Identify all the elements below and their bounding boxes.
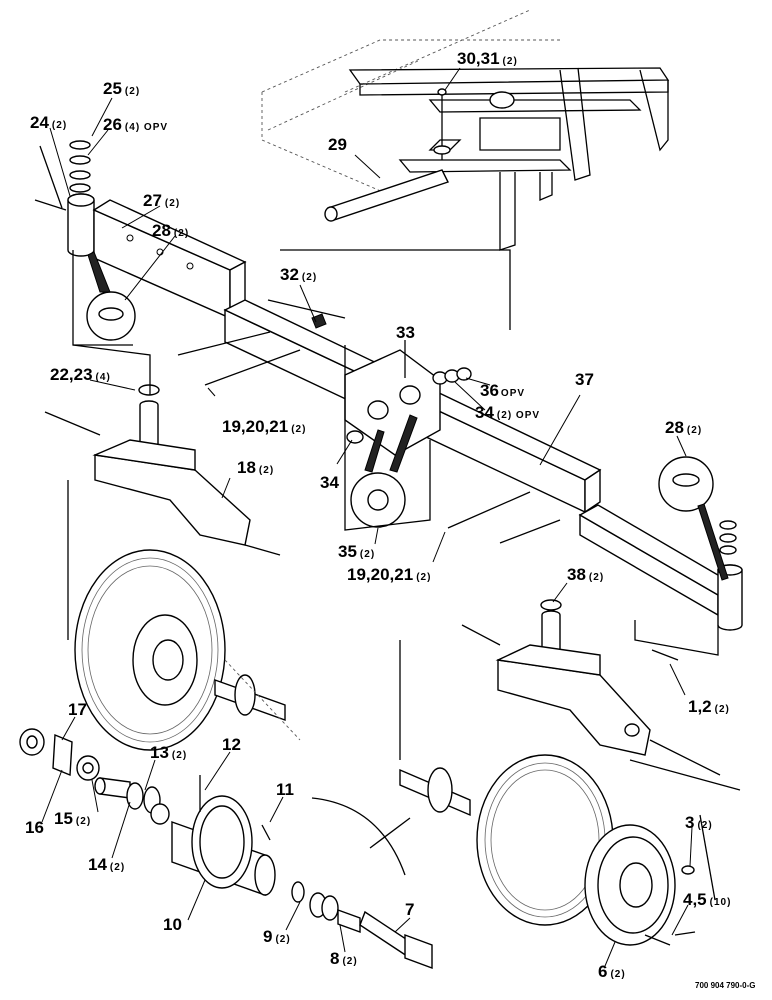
- callout-37: 37: [575, 370, 594, 389]
- callout-29: 29: [328, 135, 347, 154]
- callout-7: 7: [405, 900, 414, 919]
- callout-3: 3(2): [685, 813, 713, 832]
- callout-8: 8(2): [330, 949, 358, 968]
- callout-38: 38(2): [567, 565, 604, 584]
- callout-17: 17: [68, 700, 87, 719]
- callout-18: 18(2): [237, 458, 274, 477]
- part-30-31-bolt: [433, 88, 451, 160]
- right-wheel: [399, 754, 716, 946]
- implement-frame: [261, 9, 670, 251]
- callout-10: 10: [163, 915, 182, 934]
- hub-exploded-view: [19, 728, 433, 970]
- right-spindle: [399, 599, 741, 791]
- document-number: 700 904 790-0-G: [695, 981, 756, 990]
- callout-1-2: 1,2(2): [688, 697, 730, 716]
- callout-26: 26(4) OPV: [103, 115, 168, 134]
- left-wheel: [74, 549, 301, 751]
- callout-34-opv: 34(2) OPV: [475, 403, 540, 422]
- callout-28-right: 28(2): [665, 418, 702, 437]
- callout-24: 24(2): [30, 113, 67, 132]
- callout-33: 33: [396, 323, 415, 342]
- callout-14: 14(2): [88, 855, 125, 874]
- callout-25: 25(2): [103, 79, 140, 98]
- callout-22-23: 22,23(4): [50, 365, 111, 384]
- callout-35: 35(2): [338, 542, 375, 561]
- callout-15: 15(2): [54, 809, 91, 828]
- callout-12: 12: [222, 735, 241, 754]
- callout-19-20-21-bottom: 19,20,21(2): [347, 565, 431, 584]
- callout-4-5: 4,5(10): [683, 890, 731, 909]
- right-pivot-assembly: [578, 456, 743, 661]
- callout-34: 34: [320, 473, 339, 492]
- callout-9: 9(2): [263, 927, 291, 946]
- callout-6: 6(2): [598, 962, 626, 981]
- part-37-axle-tube: [177, 249, 602, 544]
- part-18-left-spindle: [44, 344, 281, 640]
- callout-16: 16: [25, 818, 44, 837]
- callout-labels: 25(2) 24(2) 26(4) OPV 30,31(2) 29 27(2) …: [25, 49, 756, 990]
- callout-28-left: 28(2): [152, 221, 189, 240]
- callout-32: 32(2): [280, 265, 317, 284]
- callout-30-31: 30,31(2): [457, 49, 518, 68]
- callout-13: 13(2): [150, 743, 187, 762]
- part-29-pin: [324, 169, 449, 222]
- callout-19-20-21-top: 19,20,21(2): [222, 417, 306, 436]
- left-pivot-assembly: [34, 140, 247, 346]
- callout-27: 27(2): [143, 191, 180, 210]
- leader-lines: [41, 67, 693, 967]
- callout-11: 11: [276, 780, 294, 799]
